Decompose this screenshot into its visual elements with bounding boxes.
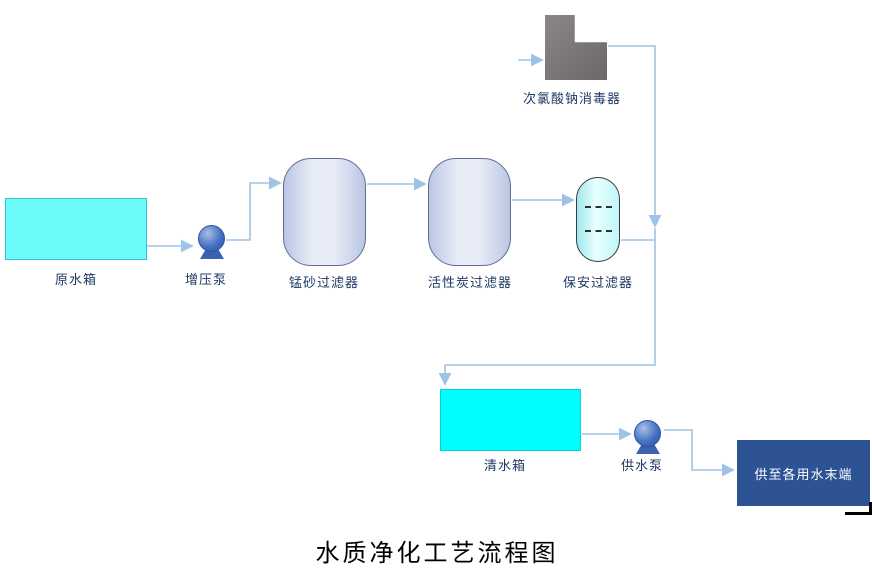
pump-base <box>636 445 660 454</box>
disinfector-label: 次氯酸钠消毒器 <box>522 91 622 106</box>
supply-end-box: 供至各用水末端 <box>737 440 870 506</box>
diagram-title: 水质净化工艺流程图 <box>315 539 559 567</box>
pipe-supplypump-to-endbox <box>664 429 735 477</box>
booster-pump-label: 增压泵 <box>184 272 228 287</box>
pipe-boosterpump-to-mnfilter <box>226 176 282 241</box>
security-filter-shape <box>576 177 620 262</box>
raw-water-tank-shape <box>5 198 147 260</box>
security-filter-label: 保安过滤器 <box>562 275 634 290</box>
pump-ball <box>634 420 661 447</box>
clean-water-tank-shape <box>440 389 581 451</box>
manganese-sand-filter-shape <box>283 158 366 266</box>
activated-carbon-filter-label: 活性炭过滤器 <box>427 275 513 290</box>
manganese-sand-filter-label: 锰砂过滤器 <box>288 275 360 290</box>
filter-cartridge-dashes <box>585 230 612 232</box>
filter-cartridge-dashes <box>585 206 612 208</box>
pipe-junction-to-cleantank <box>438 228 656 386</box>
pipe-disinfector-to-junction <box>608 45 662 228</box>
supply-pump-icon <box>632 420 664 454</box>
border-artifact <box>845 502 872 515</box>
raw-water-tank-label: 原水箱 <box>54 272 98 287</box>
pump-ball <box>198 225 225 252</box>
activated-carbon-filter-shape <box>428 158 511 266</box>
clean-water-tank-label: 清水箱 <box>483 458 527 473</box>
booster-pump-icon <box>196 225 228 259</box>
supply-pump-label: 供水泵 <box>620 458 664 473</box>
pump-base <box>200 250 224 259</box>
